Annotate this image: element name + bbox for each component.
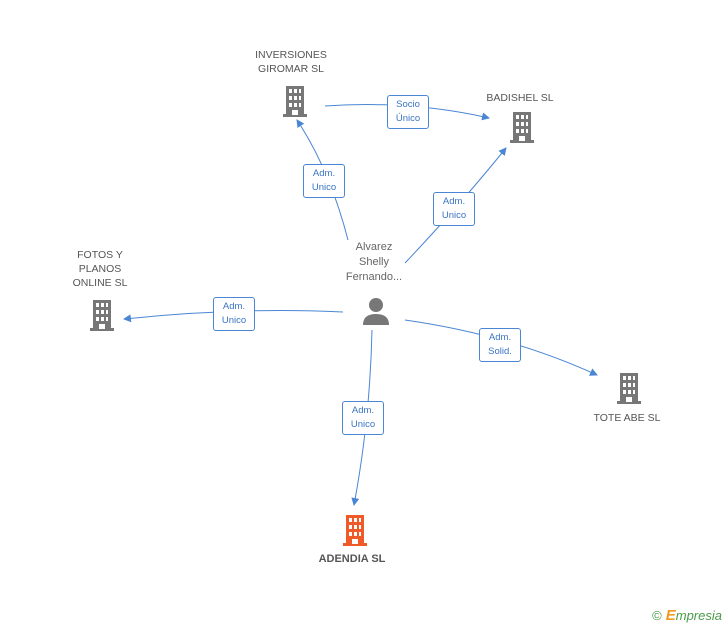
company-label-inversiones[interactable]: INVERSIONES GIROMAR SL [255,49,327,75]
company-label-fotos[interactable]: FOTOS Y PLANOS ONLINE SL [72,249,128,289]
company-label-badishel[interactable]: BADISHEL SL [486,92,554,104]
relation-socio-unico[interactable]: Socio Único [387,95,429,129]
building-icon[interactable] [281,84,309,118]
company-label-adendia[interactable]: ADENDIA SL [318,553,386,565]
brand-name: mpresia [675,608,722,623]
relation-adm-fotos[interactable]: Adm. Unico [213,297,255,331]
relation-adm-adendia[interactable]: Adm. Unico [342,401,384,435]
relation-adm-tote[interactable]: Adm. Solid. [479,328,521,362]
brand-footer: ©Empresia [652,607,722,624]
person-icon[interactable] [361,296,391,326]
copyright-icon: © [652,608,662,623]
building-icon[interactable] [508,110,536,144]
relation-adm-badishel[interactable]: Adm. Unico [433,192,475,226]
company-label-tote[interactable]: TOTE ABE SL [593,412,661,424]
person-label[interactable]: Alvarez Shelly Fernando... [345,241,403,283]
relation-adm-inversiones[interactable]: Adm. Unico [303,164,345,198]
brand-initial: E [665,607,676,624]
building-icon[interactable] [615,371,643,405]
building-icon-main[interactable] [341,513,369,547]
building-icon[interactable] [88,298,116,332]
